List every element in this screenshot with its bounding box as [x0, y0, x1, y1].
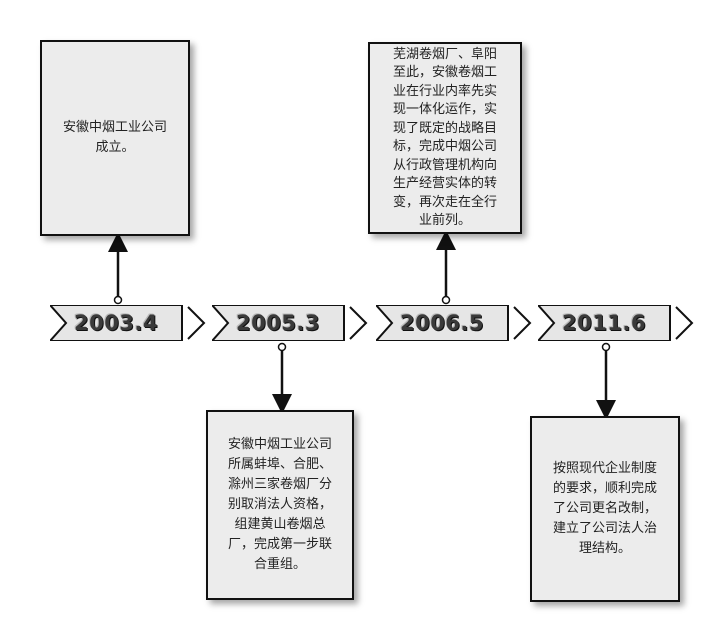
event-card-2006-5: 芜湖卷烟厂、阜阳 至此，安徽卷烟工 业在行业内率先实 现一体化运作，实 现了既定…	[368, 42, 522, 234]
connector-dot-2005-3	[277, 342, 287, 352]
year-label-2006-5: 2006.5	[399, 311, 485, 335]
year-label-2011-6: 2011.6	[561, 311, 647, 335]
connector-dot-2003-4	[113, 295, 123, 305]
event-card-2005-3: 安徽中烟工业公司 所属蚌埠、合肥、 滁州三家卷烟厂分 别取消法人资格， 组建黄山…	[206, 410, 354, 600]
event-card-2011-6: 按照现代企业制度 的要求，顺利完成 了公司更名改制， 建立了公司法人治 理结构。	[530, 416, 680, 602]
year-marker-2006-5: 2006.5	[376, 305, 534, 341]
event-text-2006-5: 芜湖卷烟厂、阜阳 至此，安徽卷烟工 业在行业内率先实 现一体化运作，实 现了既定…	[392, 46, 497, 229]
connector-dot-2006-5	[441, 295, 451, 305]
event-text-2005-3: 安徽中烟工业公司 所属蚌埠、合肥、 滁州三家卷烟厂分 别取消法人资格， 组建黄山…	[227, 437, 332, 572]
event-text-2003-4: 安徽中烟工业公司 成立。	[62, 120, 167, 155]
year-marker-2005-3: 2005.3	[212, 305, 370, 341]
event-text-2011-6: 按照现代企业制度 的要求，顺利完成 了公司更名改制， 建立了公司法人治 理结构。	[552, 461, 657, 556]
year-marker-shape	[212, 305, 368, 341]
year-label-2005-3: 2005.3	[235, 311, 321, 335]
year-marker-2003-4: 2003.4	[50, 305, 208, 341]
year-marker-shape	[538, 305, 694, 341]
event-card-2003-4: 安徽中烟工业公司 成立。	[40, 40, 190, 236]
year-marker-shape	[50, 305, 206, 341]
year-marker-2011-6: 2011.6	[538, 305, 696, 341]
connector-dot-2011-6	[601, 342, 611, 352]
year-marker-shape	[376, 305, 532, 341]
year-label-2003-4: 2003.4	[73, 311, 159, 335]
